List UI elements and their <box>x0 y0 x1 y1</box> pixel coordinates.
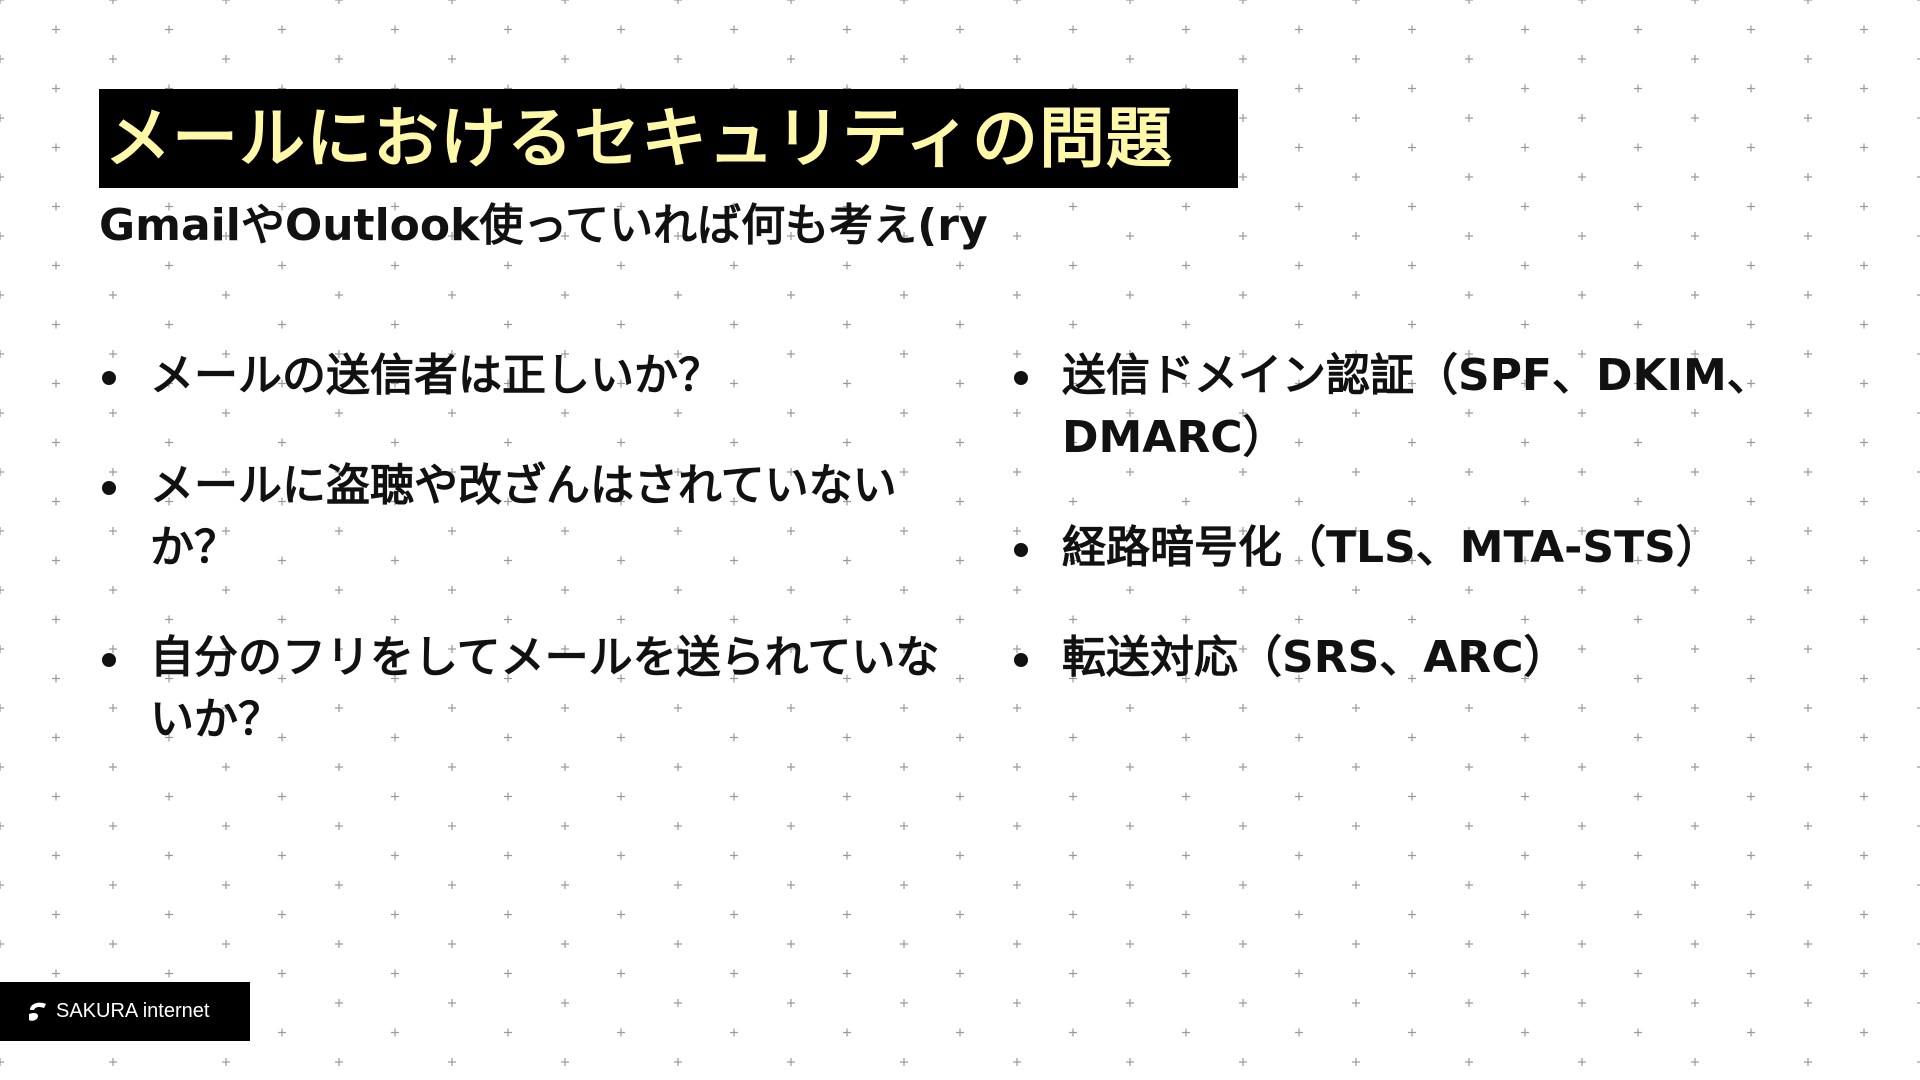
list-item-text: 自分のフリをしてメールを送られていないか？ <box>150 632 940 745</box>
list-item-text: 送信ドメイン認証（SPF、DKIM、DMARC） <box>1062 350 1771 463</box>
sakura-internet-logo: SAKURA internet <box>0 982 250 1041</box>
bullet-icon <box>1014 371 1028 385</box>
list-item-text: 転送対応（SRS、ARC） <box>1062 632 1568 683</box>
bullet-icon <box>1014 653 1028 667</box>
list-item: メールの送信者は正しいか？ <box>100 345 940 407</box>
page-subtitle: GmailやOutlook使っていれば何も考え(ry <box>99 200 988 251</box>
list-item: 転送対応（SRS、ARC） <box>1012 627 1892 689</box>
page-title: メールにおけるセキュリティの問題 <box>99 89 1238 188</box>
list-item: 経路暗号化（TLS、MTA-STS） <box>1012 517 1892 579</box>
bullet-icon <box>102 371 116 385</box>
bullet-icon <box>1014 543 1028 557</box>
logo-text: SAKURA internet <box>56 1000 210 1022</box>
left-bullet-list: メールの送信者は正しいか？ メールに盗聴や改ざんはされていないか？ 自分のフリを… <box>100 345 940 799</box>
right-bullet-list: 送信ドメイン認証（SPF、DKIM、DMARC） 経路暗号化（TLS、MTA-S… <box>1012 345 1892 737</box>
list-item: 自分のフリをしてメールを送られていないか？ <box>100 627 940 751</box>
list-item-text: メールの送信者は正しいか？ <box>150 350 722 401</box>
list-item-text: メールに盗聴や改ざんはされていないか？ <box>150 460 897 573</box>
list-item: メールに盗聴や改ざんはされていないか？ <box>100 455 940 579</box>
list-item-text: 経路暗号化（TLS、MTA-STS） <box>1062 522 1720 573</box>
bullet-icon <box>102 653 116 667</box>
sakura-logo-icon <box>29 1002 46 1021</box>
list-item: 送信ドメイン認証（SPF、DKIM、DMARC） <box>1012 345 1892 469</box>
bullet-icon <box>102 481 116 495</box>
